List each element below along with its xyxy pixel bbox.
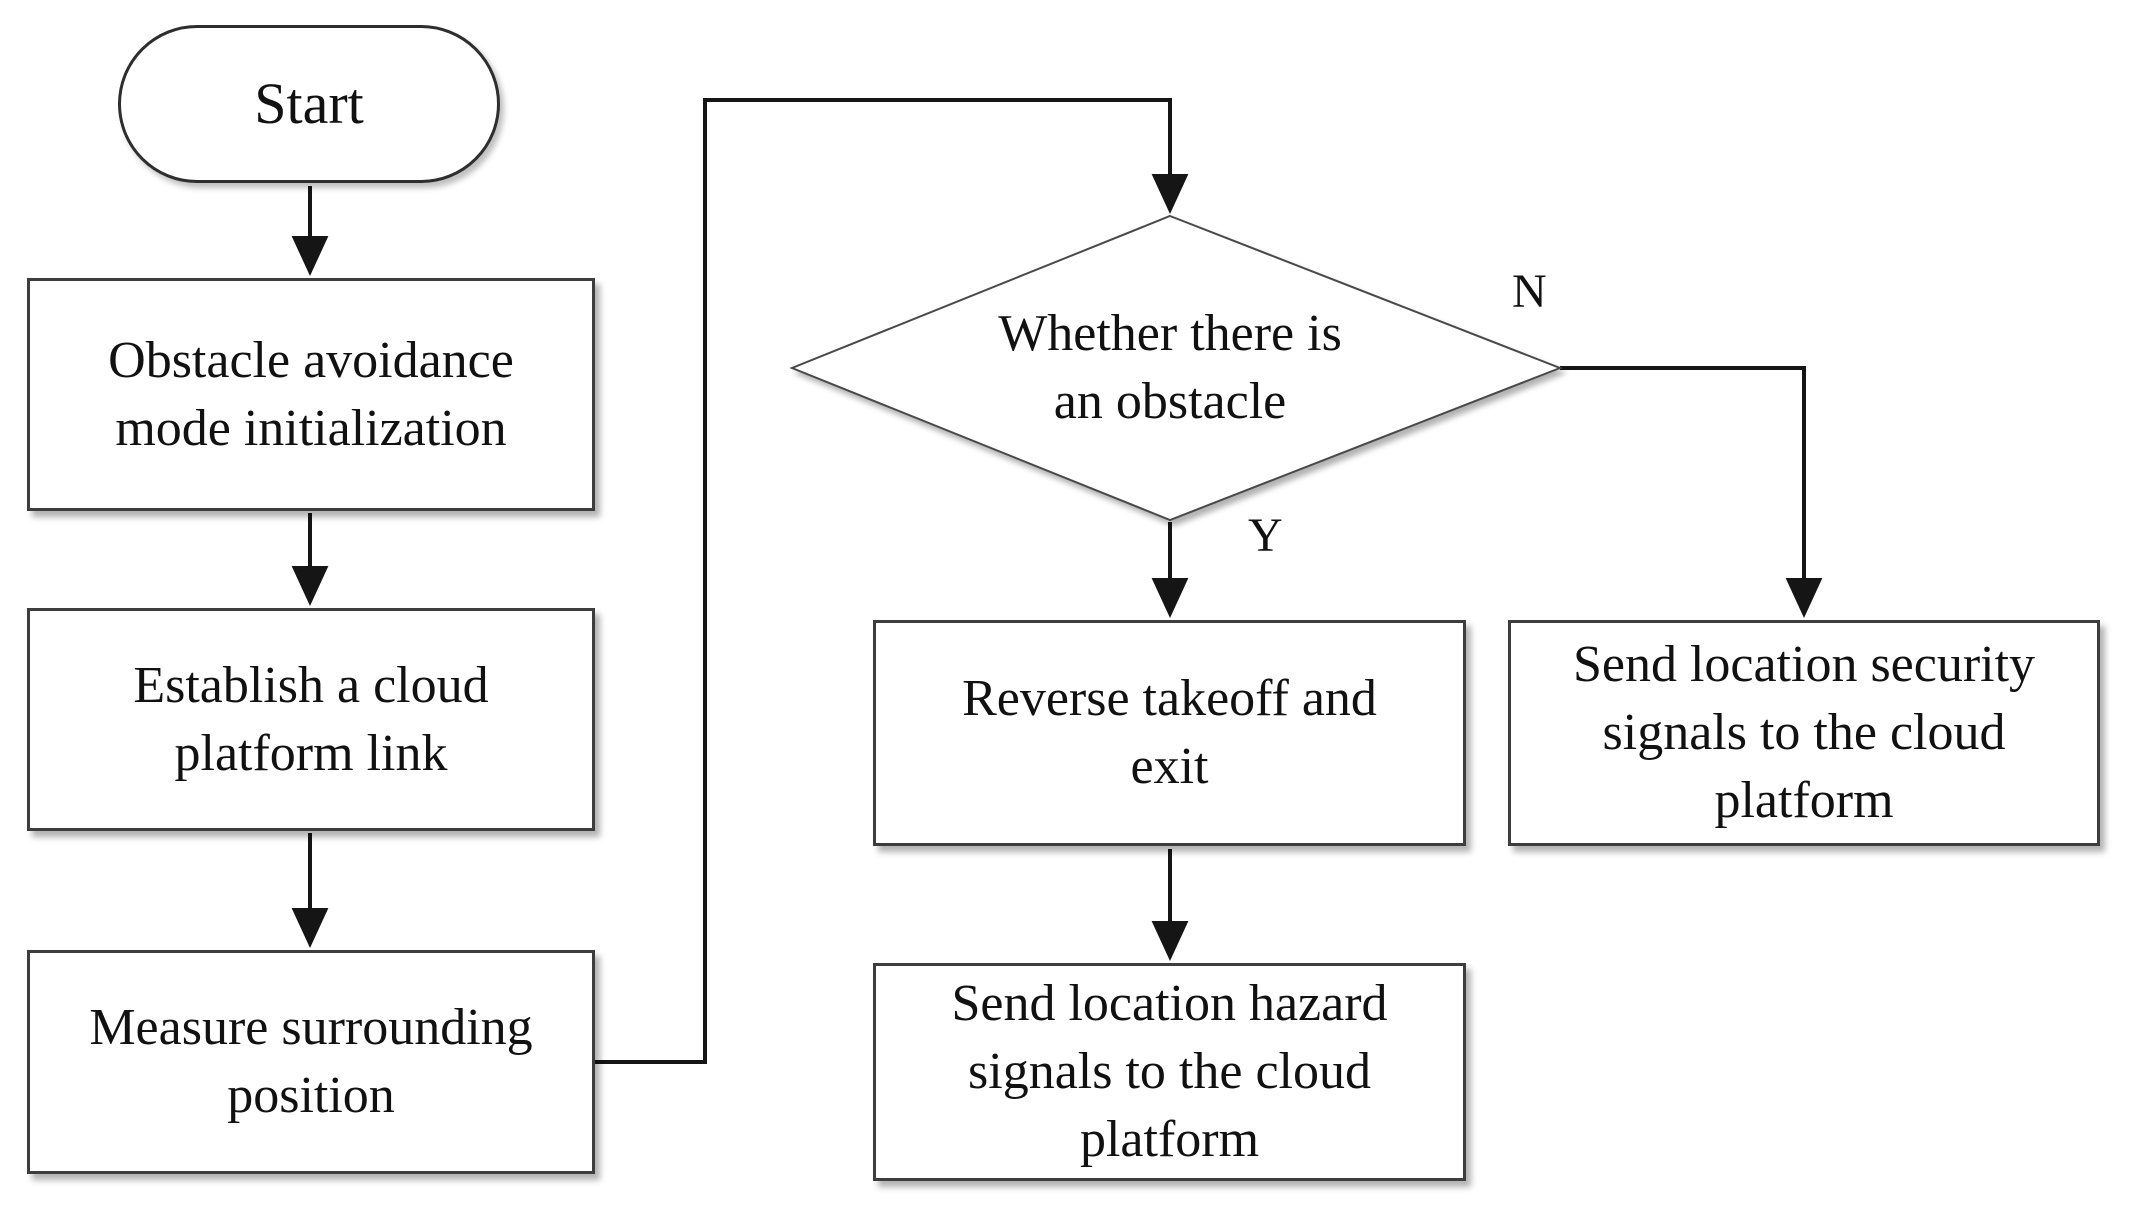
edge-measure-decision — [594, 98, 1189, 1064]
start-node: Start — [118, 25, 500, 183]
decision-diamond-shape — [789, 214, 1563, 522]
branch-label-yes: Y — [1248, 509, 1283, 562]
edge-decision-security — [1560, 366, 1823, 618]
branch-label-no: N — [1512, 265, 1547, 318]
